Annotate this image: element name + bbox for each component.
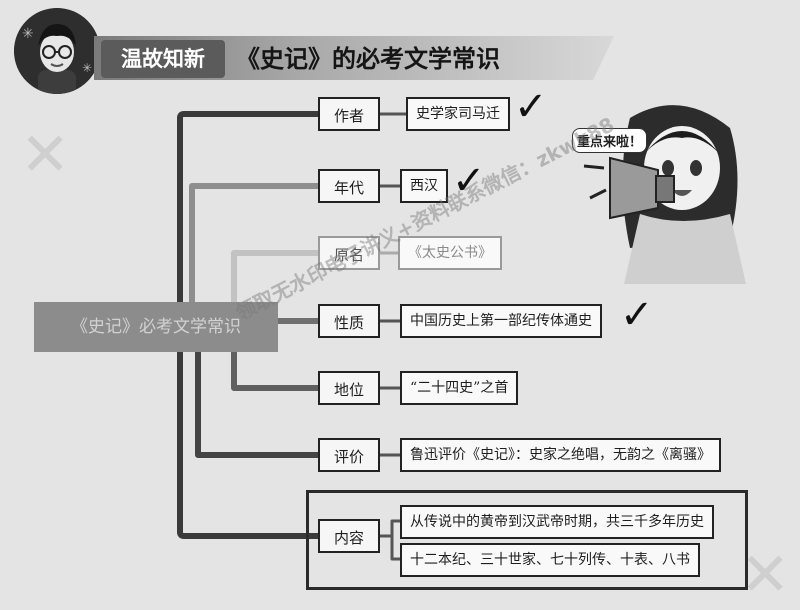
checkmark-icon: ✓	[452, 158, 486, 204]
girl-megaphone-illustration	[583, 105, 746, 284]
branch-label-content: 内容	[318, 519, 380, 553]
page-title: 《史记》的必考文学常识	[236, 45, 500, 73]
branch-label-status: 地位	[318, 371, 380, 405]
branch-value-era: 西汉	[400, 169, 448, 203]
branch-value-content-2: 十二本纪、三十世家、七十列传、十表、八书	[400, 543, 700, 577]
branch-label-nature: 性质	[318, 304, 380, 338]
checkmark-icon: ✓	[514, 84, 548, 130]
branch-label-author: 作者	[318, 97, 380, 131]
background-doodle: ✕	[20, 120, 71, 190]
branch-label-original-name: 原名	[318, 236, 380, 270]
branch-value-original-name: 《太史公书》	[398, 236, 502, 270]
svg-text:✳: ✳	[82, 61, 92, 75]
content-highlight-frame	[306, 490, 748, 590]
speech-bubble: 重点来啦！	[572, 128, 648, 153]
mindmap-root: 《史记》必考文学常识	[34, 302, 278, 352]
branch-label-era: 年代	[318, 169, 380, 203]
branch-value-nature: 中国历史上第一部纪传体通史	[400, 304, 602, 338]
branch-value-author: 史学家司马迁	[406, 97, 510, 131]
branch-value-status: “二十四史”之首	[400, 371, 519, 405]
branch-label-evaluation: 评价	[318, 438, 380, 472]
checkmark-icon: ✓	[620, 292, 654, 338]
background-doodle: ✕	[740, 540, 791, 610]
branch-value-evaluation: 鲁迅评价《史记》：史家之绝唱，无韵之《离骚》	[400, 438, 721, 472]
teacher-avatar: ✳ ✳	[14, 8, 100, 94]
section-tag: 温故知新	[101, 40, 225, 78]
branch-value-content-1: 从传说中的黄帝到汉武帝时期，共三千多年历史	[400, 505, 714, 539]
svg-text:✳: ✳	[22, 26, 34, 42]
